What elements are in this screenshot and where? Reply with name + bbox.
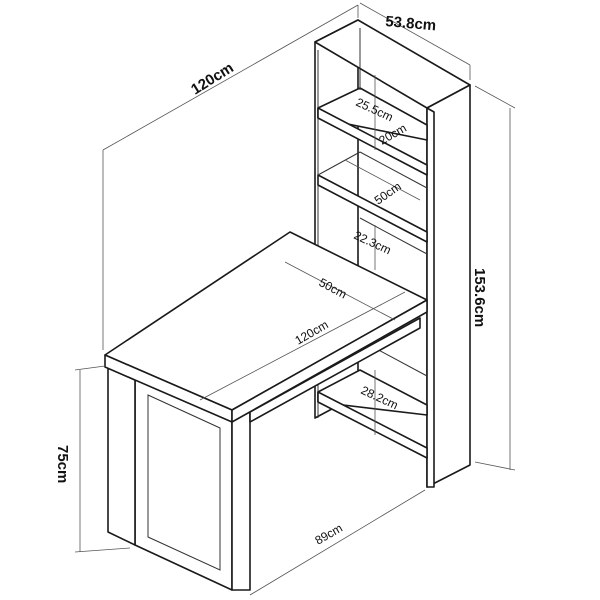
label-shelf-width: 50cm — [372, 179, 404, 207]
label-top-depth: 53.8cm — [385, 13, 437, 34]
shelf-1-face — [317, 107, 428, 176]
dimension-lines — [74, 2, 516, 596]
shelf-lower-face — [317, 391, 428, 459]
label-total-width: 120cm — [188, 59, 237, 98]
shelf-2 — [317, 174, 428, 243]
bookcase — [314, 19, 471, 488]
label-base-length: 89cm — [313, 521, 345, 548]
label-total-height: 153.6cm — [471, 268, 488, 327]
label-desk-height: 75cm — [54, 445, 71, 483]
desk — [104, 231, 428, 591]
